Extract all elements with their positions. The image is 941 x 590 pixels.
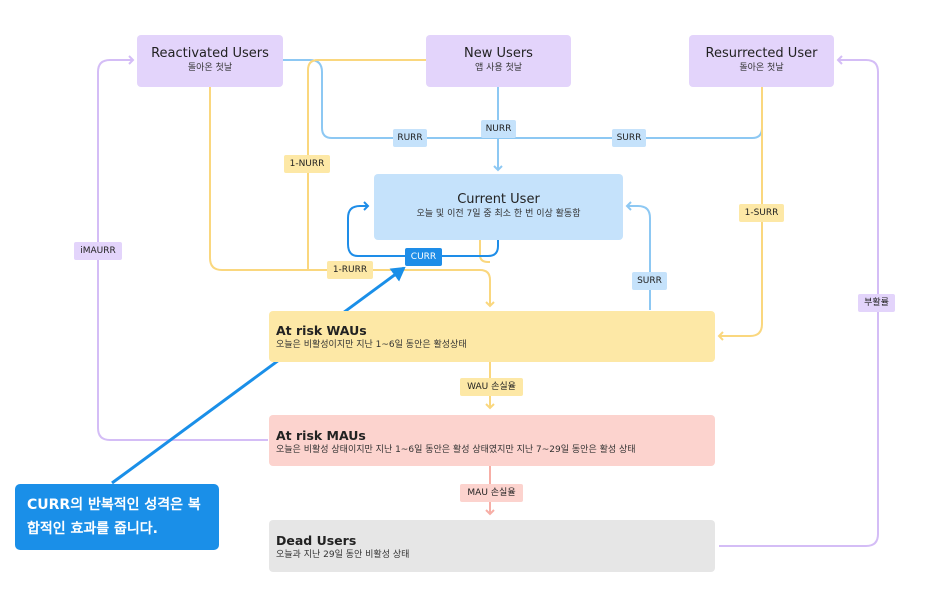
edge-label-imaurr: iMAURR (74, 242, 122, 260)
edge-label-wau-loss: WAU 손실율 (460, 378, 523, 396)
edge-1-nurr (307, 59, 426, 270)
edge-label-nurr: NURR (481, 120, 516, 138)
node-title: Reactivated Users (151, 46, 269, 61)
callout-box: CURR의 반복적인 성격은 복합적인 효과를 줍니다. (15, 484, 219, 550)
node-subtitle: 앱 사용 첫날 (474, 63, 523, 73)
edge-label-resurrection-rate: 부활률 (858, 294, 895, 312)
edge-label-1-surr: 1-SURR (739, 204, 784, 222)
node-subtitle: 오늘과 지난 29일 동안 비활성 상태 (276, 550, 410, 560)
edge-1-surr (717, 86, 763, 341)
callout-arrow (111, 266, 406, 485)
node-title: Dead Users (276, 533, 357, 548)
node-at-risk-waus: At risk WAUs 오늘은 비활성이지만 지난 1~6일 동안은 활성상태 (269, 311, 715, 362)
node-subtitle: 오늘은 비활성이지만 지난 1~6일 동안은 활성상태 (276, 340, 467, 350)
edge-label-surr-right: SURR (632, 272, 667, 290)
node-subtitle: 돌아온 첫날 (187, 63, 233, 73)
node-new-users: New Users 앱 사용 첫날 (426, 35, 571, 87)
node-resurrected-user: Resurrected User 돌아온 첫날 (689, 35, 834, 87)
node-current-user: Current User 오늘 및 이전 7일 중 최소 한 번 이상 활동함 (374, 174, 623, 240)
node-at-risk-maus: At risk MAUs 오늘은 비활성 상태이지만 지난 1~6일 동안은 활… (269, 415, 715, 466)
node-reactivated-users: Reactivated Users 돌아온 첫날 (137, 35, 283, 87)
edge-current-to-wau (479, 240, 490, 263)
node-title: Current User (457, 192, 540, 207)
node-title: Resurrected User (705, 46, 818, 61)
edge-label-rurr: RURR (393, 129, 427, 147)
node-title: At risk WAUs (276, 323, 367, 338)
edge-label-1-rurr: 1-RURR (327, 261, 373, 279)
node-dead-users: Dead Users 오늘과 지난 29일 동안 비활성 상태 (269, 520, 715, 572)
node-subtitle: 오늘은 비활성 상태이지만 지난 1~6일 동안은 활성 상태였지만 지난 7~… (276, 445, 636, 455)
node-title: At risk MAUs (276, 428, 366, 443)
edge-imaurr (97, 55, 268, 441)
node-subtitle: 오늘 및 이전 7일 중 최소 한 번 이상 활동함 (416, 209, 581, 219)
node-title: New Users (464, 46, 533, 61)
edge-resurrection (719, 55, 879, 547)
edge-label-surr-top: SURR (612, 129, 646, 147)
edge-curr-loop (347, 201, 499, 257)
callout-text: CURR의 반복적인 성격은 복합적인 효과를 줍니다. (27, 497, 201, 537)
edge-label-1-nurr: 1-NURR (284, 155, 330, 173)
node-subtitle: 돌아온 첫날 (739, 63, 784, 73)
edge-label-mau-loss: MAU 손실율 (460, 484, 523, 502)
edge-surr-right (625, 201, 651, 310)
edge-label-curr: CURR (405, 248, 442, 266)
